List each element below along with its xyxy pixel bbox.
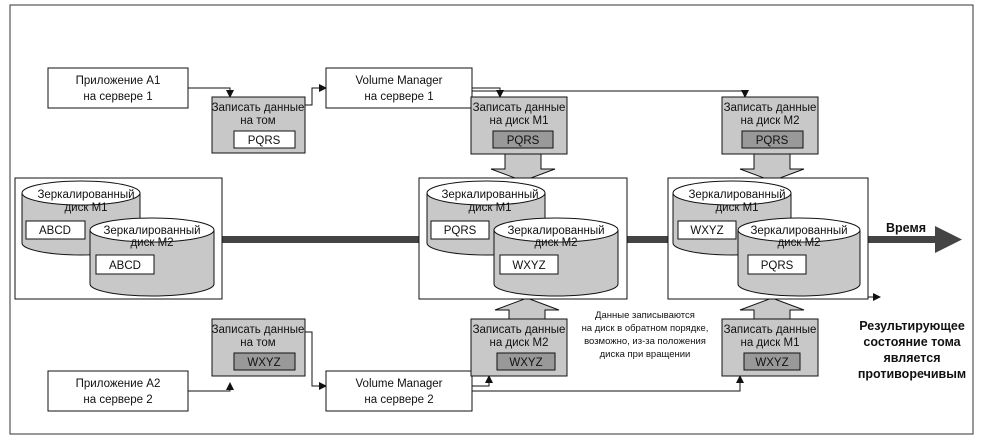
time-label: Время	[886, 221, 926, 235]
app-a1-box: Приложение А1 на сервере 1	[47, 67, 189, 109]
svg-text:Записать данные: Записать данные	[724, 324, 817, 336]
volume-manager-1-box: Volume Manager на сервере 1	[325, 67, 473, 109]
svg-text:Зеркалированный: Зеркалированный	[688, 189, 785, 201]
state-3-disk-m1: Зеркалированный диск М1 WXYZ	[672, 180, 792, 256]
svg-text:диск М2: диск М2	[534, 237, 577, 249]
svg-text:Volume Manager: Volume Manager	[356, 378, 443, 390]
svg-text:ABCD: ABCD	[39, 225, 71, 237]
app-a2-box: Приложение А2 на сервере 2	[47, 370, 189, 412]
svg-text:WXYZ: WXYZ	[690, 225, 723, 237]
svg-text:Зеркалированный: Зеркалированный	[441, 189, 538, 201]
state-1-panel: Зеркалированный диск М1 ABCD Зеркалирова…	[14, 177, 223, 300]
up-arrow-m2	[494, 297, 560, 320]
write-volume-2-box: Записать данные на том WXYZ	[211, 318, 306, 377]
svg-text:Зеркалированный: Зеркалированный	[37, 189, 134, 201]
svg-text:является: является	[883, 351, 940, 365]
svg-text:на диск в обратном порядке,: на диск в обратном порядке,	[582, 323, 709, 334]
svg-text:WXYZ: WXYZ	[512, 260, 545, 272]
block-arrows	[490, 153, 805, 320]
svg-text:диска при вращении: диска при вращении	[600, 349, 691, 360]
reverse-order-note: Данные записываются на диск в обратном п…	[582, 310, 709, 360]
svg-text:на диск М2: на диск М2	[740, 115, 799, 127]
svg-text:Зеркалированный: Зеркалированный	[750, 225, 847, 237]
svg-text:на сервере 1: на сервере 1	[364, 91, 433, 103]
svg-text:PQRS: PQRS	[507, 135, 540, 147]
svg-text:на диск М2: на диск М2	[489, 337, 548, 349]
svg-text:на диск М1: на диск М1	[740, 337, 799, 349]
svg-text:Данные записываются: Данные записываются	[595, 310, 695, 321]
svg-text:WXYZ: WXYZ	[247, 357, 280, 369]
svg-text:диск М2: диск М2	[130, 237, 173, 249]
svg-text:ABCD: ABCD	[109, 260, 141, 272]
timeline: Время	[222, 221, 962, 253]
connectors	[188, 84, 881, 392]
svg-text:возможно, из-за положения: возможно, из-за положения	[584, 336, 706, 347]
svg-text:Записать данные: Записать данные	[212, 324, 305, 336]
svg-text:Записать данные: Записать данные	[473, 102, 566, 114]
svg-text:на том: на том	[240, 115, 275, 127]
svg-text:Зеркалированный: Зеркалированный	[103, 225, 200, 237]
state-2-panel: Зеркалированный диск М1 PQRS Зеркалирова…	[418, 177, 628, 300]
svg-text:Приложение А1: Приложение А1	[76, 75, 161, 87]
svg-text:Записать данные: Записать данные	[212, 102, 305, 114]
state-2-disk-m2: Зеркалированный диск М2 WXYZ	[493, 217, 619, 297]
svg-text:состояние тома: состояние тома	[863, 335, 961, 349]
svg-text:Записать данные: Записать данные	[473, 324, 566, 336]
svg-text:диск М1: диск М1	[715, 202, 758, 214]
down-arrow-m1	[490, 153, 556, 182]
svg-text:WXYZ: WXYZ	[755, 357, 788, 369]
svg-text:Volume Manager: Volume Manager	[356, 75, 443, 87]
result-note: Результирующее состояние тома является п…	[858, 319, 966, 381]
svg-text:PQRS: PQRS	[756, 135, 789, 147]
svg-text:диск М2: диск М2	[777, 237, 820, 249]
svg-text:Записать данные: Записать данные	[724, 102, 817, 114]
svg-text:PQRS: PQRS	[248, 135, 281, 147]
svg-text:на диск М1: на диск М1	[489, 115, 548, 127]
up-arrow-m1	[739, 297, 805, 320]
svg-text:диск М1: диск М1	[64, 202, 107, 214]
write-m2-top-box: Записать данные на диск М2 PQRS	[721, 96, 819, 155]
write-m1-bottom-box: Записать данные на диск М1 WXYZ	[721, 318, 819, 377]
svg-text:PQRS: PQRS	[444, 225, 477, 237]
write-volume-1-box: Записать данные на том PQRS	[211, 96, 306, 154]
svg-text:Результирующее: Результирующее	[859, 319, 965, 333]
state-3-panel: Зеркалированный диск М1 WXYZ Зеркалирова…	[667, 177, 869, 300]
down-arrow-m2	[739, 153, 805, 182]
svg-text:на сервере 2: на сервере 2	[364, 394, 433, 406]
svg-text:Приложение А2: Приложение А2	[76, 378, 161, 390]
svg-text:на сервере 1: на сервере 1	[83, 91, 152, 103]
svg-text:WXYZ: WXYZ	[509, 357, 542, 369]
volume-manager-2-box: Volume Manager на сервере 2	[325, 370, 473, 412]
svg-text:PQRS: PQRS	[761, 260, 794, 272]
svg-text:на том: на том	[240, 337, 275, 349]
state-3-disk-m2: Зеркалированный диск М2 PQRS	[737, 217, 861, 297]
svg-text:Зеркалированный: Зеркалированный	[507, 225, 604, 237]
svg-text:диск М1: диск М1	[468, 202, 511, 214]
svg-text:противоречивым: противоречивым	[858, 367, 966, 381]
write-m2-bottom-box: Записать данные на диск М2 WXYZ	[470, 318, 568, 377]
state-1-disk-m2: Зеркалированный диск М2 ABCD	[89, 217, 215, 297]
write-m1-top-box: Записать данные на диск М1 PQRS	[470, 96, 568, 155]
svg-text:на сервере 2: на сервере 2	[83, 394, 152, 406]
